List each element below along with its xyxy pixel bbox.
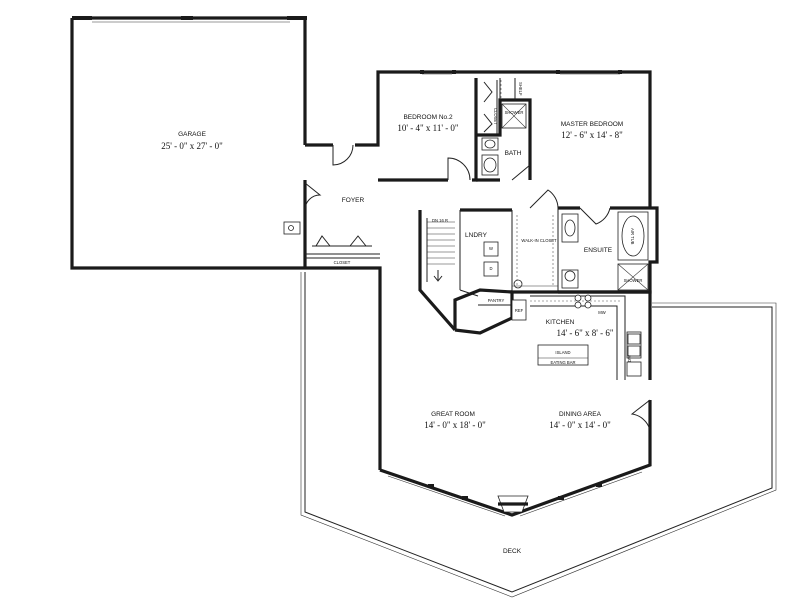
deck-label: DECK xyxy=(503,548,522,555)
eating-bar-label: EATING BAR xyxy=(550,360,575,365)
stair-laundry-walls xyxy=(418,208,558,332)
dining-area-size: 14' - 0" x 14' - 0" xyxy=(549,420,611,430)
great-room-size: 14' - 0" x 18' - 0" xyxy=(424,420,486,430)
kitchen-walls xyxy=(453,288,652,380)
ensuite-label: ENSUITE xyxy=(584,247,613,254)
bath-walls xyxy=(476,78,532,182)
kitchen-label: KITCHEN xyxy=(546,319,575,326)
bath-shower-label: SHOWER xyxy=(505,110,524,115)
master-walls xyxy=(529,70,659,294)
master-bedroom-size: 12' - 6" x 14' - 8" xyxy=(561,130,623,140)
great-room-label: GREAT ROOM xyxy=(431,411,475,418)
bedroom-closet-label: CLOSET xyxy=(493,108,498,125)
bedroom2-size: 10' - 4" x 11' - 0" xyxy=(397,123,459,133)
deck-outline xyxy=(300,272,777,598)
dining-area-label: DINING AREA xyxy=(559,411,602,418)
pantry-label: PANTRY xyxy=(488,298,505,303)
washer-label: W xyxy=(489,246,493,251)
garage-size: 25' - 0" x 27' - 0" xyxy=(161,141,223,151)
foyer-closet-label: CLOSET xyxy=(334,260,351,265)
kitchen-size: 14' - 6" x 8' - 6" xyxy=(556,328,613,338)
ensuite-shower-label: SHOWER xyxy=(624,278,643,283)
bath-label: BATH xyxy=(505,150,522,157)
master-bedroom-label: MASTER BEDROOM xyxy=(561,121,623,128)
garage-walls xyxy=(70,16,307,270)
dishwasher-label: DW xyxy=(627,355,632,362)
great-room-walls xyxy=(379,308,652,517)
stair-label: DN 16 R xyxy=(432,218,448,223)
laundry-label: LNDRY xyxy=(465,232,488,239)
foyer-label: FOYER xyxy=(342,197,365,204)
microwave-label: MW xyxy=(598,310,605,315)
walkin-closet-label: WALK-IN CLOSET xyxy=(521,238,557,243)
bedroom2-label: BEDROOM No.2 xyxy=(403,114,453,121)
foyer-walls xyxy=(283,70,652,470)
shelf-label: SHELF xyxy=(518,82,523,96)
island-label: ISLAND xyxy=(555,350,570,355)
air-tub-label: AIR TUB xyxy=(630,228,635,245)
dryer-label: D xyxy=(489,266,492,271)
garage-label: GARAGE xyxy=(178,131,206,138)
stair-treads xyxy=(426,218,455,282)
fridge-label: REF xyxy=(515,308,524,313)
bedroom2-walls xyxy=(378,70,502,182)
